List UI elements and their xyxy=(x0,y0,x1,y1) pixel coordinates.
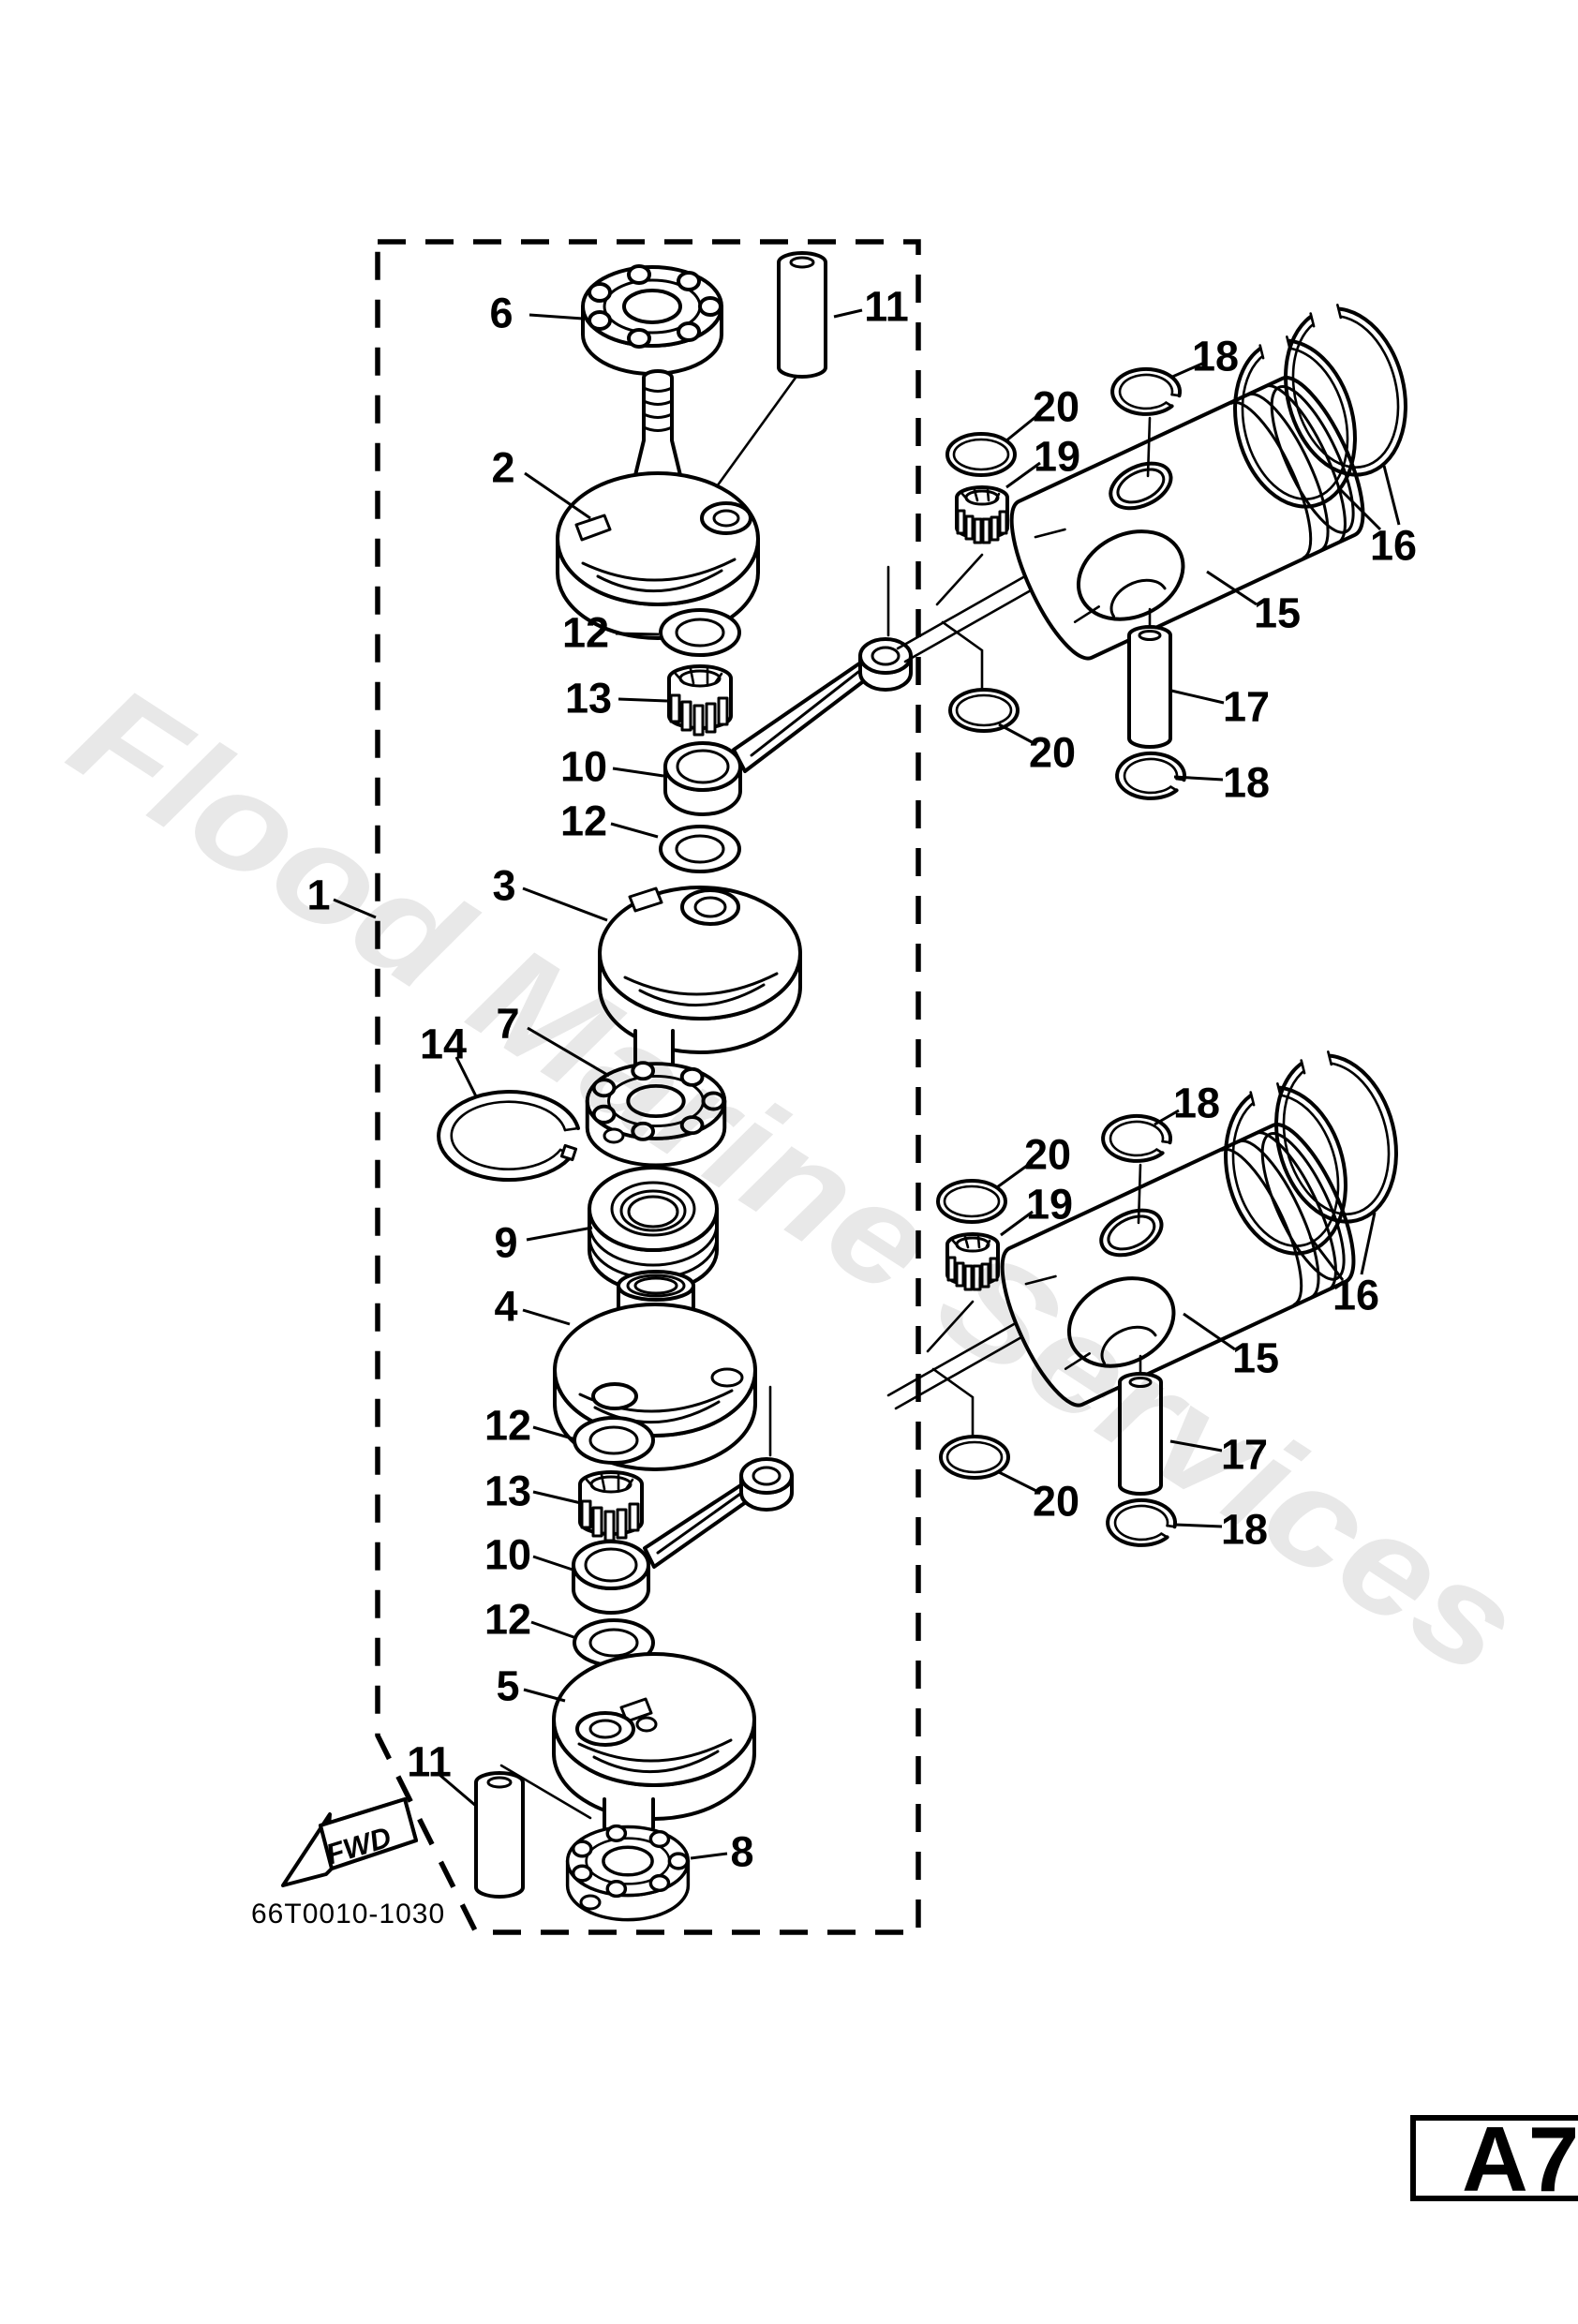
leader-line xyxy=(996,1161,1032,1189)
part-needle-cage-13-b xyxy=(578,1470,644,1542)
callout-label-19-22: 19 xyxy=(1034,433,1080,481)
leader-line xyxy=(523,1688,566,1703)
callout-label-9-10: 9 xyxy=(494,1219,517,1267)
part-connecting-rod-10-b xyxy=(572,1385,794,1615)
leader-line xyxy=(528,313,584,320)
fwd-arrow: FWD xyxy=(281,1797,418,1887)
leader-line xyxy=(618,697,668,703)
callout-label-18-27: 18 xyxy=(1223,759,1270,807)
callout-label-18-35: 18 xyxy=(1221,1506,1268,1554)
leader-line xyxy=(1174,1523,1223,1528)
callout-label-17-33: 17 xyxy=(1221,1431,1268,1479)
part-washer-12-c xyxy=(573,1416,655,1465)
crankshaft-assembly-boundary xyxy=(375,239,921,1935)
callout-label-20-34: 20 xyxy=(1033,1478,1079,1526)
leader-line xyxy=(1360,1212,1377,1275)
leader-line xyxy=(1173,775,1224,782)
leader-line xyxy=(1169,362,1203,380)
leader-line xyxy=(438,1772,478,1809)
leader-line xyxy=(532,1425,576,1441)
callout-label-18-28: 18 xyxy=(1173,1080,1220,1127)
callout-label-8-18: 8 xyxy=(730,1828,753,1876)
callout-label-12-2: 12 xyxy=(562,609,609,657)
part-connecting-rod-10-a xyxy=(663,565,913,816)
callout-label-15-32: 15 xyxy=(1232,1334,1279,1382)
callout-label-17-25: 17 xyxy=(1223,683,1270,731)
leader-line xyxy=(532,1490,582,1505)
piston-assembly-upper xyxy=(898,289,1422,798)
callout-label-2-1: 2 xyxy=(491,444,514,492)
callout-label-12-12: 12 xyxy=(484,1402,531,1450)
leader-line xyxy=(526,1226,593,1242)
part-crank-web-2 xyxy=(556,369,760,640)
callout-label-13-13: 13 xyxy=(484,1467,531,1515)
diagram-code: 66T0010-1030 xyxy=(251,1899,445,1929)
leader-line xyxy=(1000,1210,1034,1237)
callout-label-7-8: 7 xyxy=(496,1000,519,1048)
part-crank-pin-11-bottom xyxy=(474,1764,592,1899)
part-retaining-ring-14 xyxy=(437,1090,580,1183)
callout-label-15-24: 15 xyxy=(1254,589,1301,637)
callout-label-3-7: 3 xyxy=(492,862,515,910)
part-crank-web-5 xyxy=(552,1652,756,1838)
leader-line xyxy=(522,1308,571,1326)
leader-line xyxy=(1005,461,1041,489)
leader-line xyxy=(998,1470,1039,1494)
callout-label-13-3: 13 xyxy=(565,675,612,723)
part-washer-12-b xyxy=(659,825,741,873)
callout-label-20-21: 20 xyxy=(1033,383,1079,431)
leader-line xyxy=(833,308,863,319)
callout-label-1-6: 1 xyxy=(306,872,330,919)
callout-label-12-15: 12 xyxy=(484,1596,531,1644)
leader-line xyxy=(690,1852,728,1860)
leader-line xyxy=(1183,1312,1236,1351)
callout-label-20-26: 20 xyxy=(1029,729,1076,777)
leader-line xyxy=(1336,485,1382,531)
callout-label-18-20: 18 xyxy=(1192,333,1239,380)
callout-label-19-30: 19 xyxy=(1026,1181,1073,1229)
callout-label-11-17: 11 xyxy=(407,1738,452,1786)
page-ref-label: A7 xyxy=(1462,2108,1578,2211)
leader-line xyxy=(1308,1236,1345,1281)
part-bearing-6 xyxy=(581,264,723,376)
callout-label-16-23: 16 xyxy=(1370,522,1417,570)
callout-label-11-19: 11 xyxy=(864,283,909,331)
leader-line xyxy=(522,886,608,922)
leader-line xyxy=(527,1026,610,1078)
part-bearing-7 xyxy=(585,1061,727,1168)
leader-line xyxy=(1206,570,1258,606)
leader-line xyxy=(612,767,664,778)
leader-line xyxy=(532,1555,576,1572)
leader-line xyxy=(1170,689,1225,705)
callout-label-6-0: 6 xyxy=(489,290,513,337)
leader-line xyxy=(1382,465,1401,526)
callout-label-20-29: 20 xyxy=(1024,1131,1071,1179)
callout-label-10-14: 10 xyxy=(484,1531,531,1579)
callout-label-4-11: 4 xyxy=(494,1283,517,1331)
leader-line xyxy=(333,898,377,919)
part-crank-web-4 xyxy=(553,1270,757,1471)
leader-line xyxy=(610,822,659,839)
leader-line xyxy=(524,471,591,520)
leader-line xyxy=(998,723,1036,746)
callout-label-14-9: 14 xyxy=(420,1020,467,1068)
part-crank-pin-11-top xyxy=(703,251,827,505)
callout-label-5-16: 5 xyxy=(496,1662,519,1710)
leader-line xyxy=(1169,1439,1223,1452)
part-washer-12-a xyxy=(659,608,741,657)
leader-line xyxy=(1005,411,1041,443)
page-ref-box: A7 xyxy=(1410,2108,1578,2211)
callout-label-16-31: 16 xyxy=(1332,1272,1379,1319)
leader-line xyxy=(530,1620,577,1640)
callout-label-10-4: 10 xyxy=(560,743,607,791)
part-bearing-8 xyxy=(565,1824,691,1922)
leader-line xyxy=(454,1056,478,1097)
part-oil-seal-9 xyxy=(588,1166,719,1293)
callout-label-12-5: 12 xyxy=(560,797,607,845)
leader-line xyxy=(615,632,660,636)
part-needle-cage-13-a xyxy=(667,664,733,737)
leader-line xyxy=(1154,1109,1180,1126)
